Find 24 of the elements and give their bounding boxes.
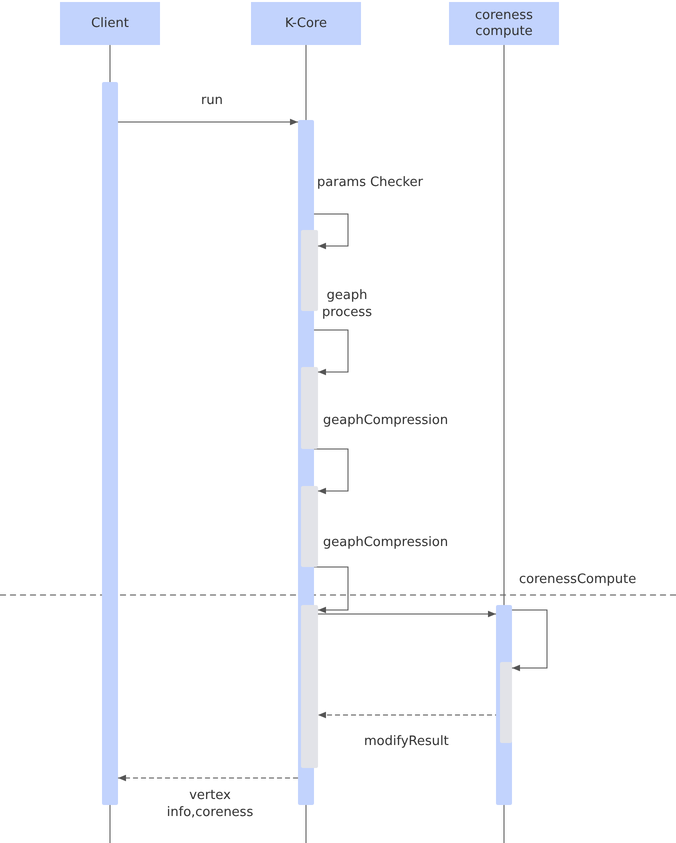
activation-bar bbox=[496, 605, 512, 805]
activation-bar bbox=[301, 605, 318, 768]
arrow bbox=[314, 448, 348, 494]
activation-bar bbox=[301, 367, 318, 449]
activation-bar bbox=[301, 230, 318, 311]
arrow bbox=[118, 774, 298, 782]
arrow bbox=[314, 330, 348, 376]
arrow bbox=[512, 610, 548, 672]
edge-label: params Checker bbox=[316, 174, 424, 191]
edge-label: geaph process bbox=[320, 287, 374, 321]
edge-label: geaphCompression bbox=[322, 412, 450, 429]
edge-label: modifyResult bbox=[363, 733, 450, 750]
participant-box: coreness compute bbox=[449, 2, 559, 45]
arrow bbox=[314, 214, 348, 250]
arrow bbox=[318, 610, 496, 618]
edge-label: geaphCompression bbox=[322, 534, 450, 551]
participant-box: K-Core bbox=[251, 2, 361, 45]
activation-bar bbox=[301, 486, 318, 567]
activation-bar bbox=[102, 82, 118, 805]
arrow bbox=[118, 118, 298, 126]
activation-bar bbox=[500, 662, 512, 743]
participant-box: Client bbox=[60, 2, 160, 45]
arrow bbox=[314, 566, 348, 614]
edge-label: corenessCompute bbox=[518, 571, 638, 588]
